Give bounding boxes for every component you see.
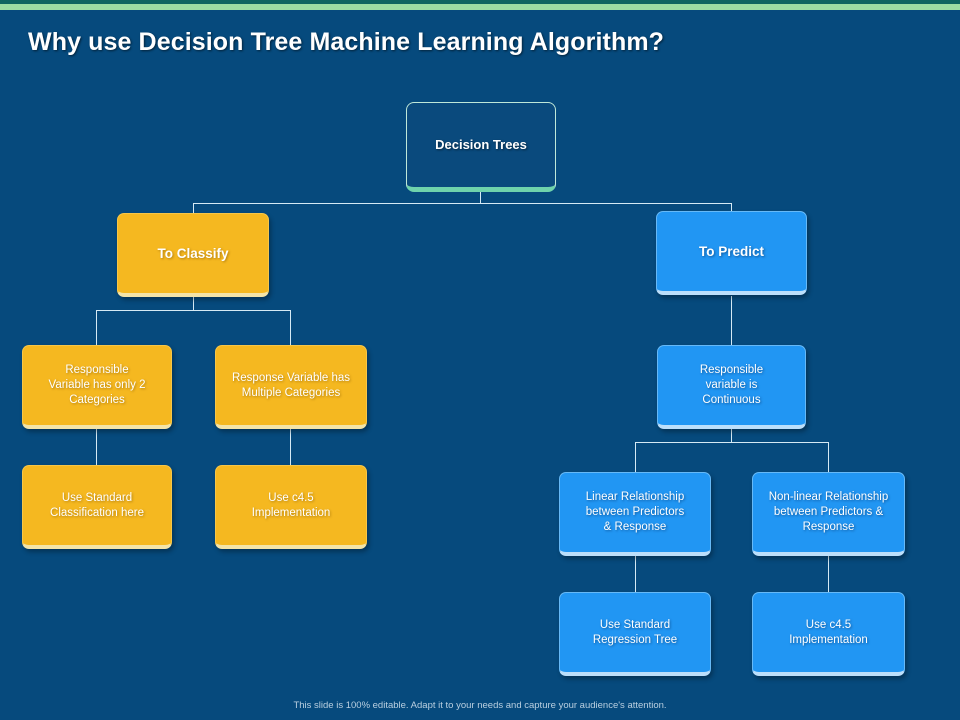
footer-note: This slide is 100% editable. Adapt it to…	[293, 700, 667, 711]
node-label: To Predict	[698, 243, 764, 259]
node-responsible-continuous[interactable]: Responsible variable is Continuous	[657, 345, 806, 429]
node-responsible-two-categories[interactable]: Responsible Variable has only 2 Categori…	[22, 345, 172, 429]
node-label: Decision Trees	[435, 136, 527, 152]
node-label: Linear Relationship between Predictors &…	[585, 491, 685, 533]
node-to-classify[interactable]: To Classify	[117, 213, 269, 297]
node-use-standard-classification[interactable]: Use Standard Classification here	[22, 465, 172, 549]
node-decision-trees[interactable]: Decision Trees	[406, 102, 556, 192]
node-response-multiple-categories[interactable]: Response Variable has Multiple Categorie…	[215, 345, 367, 429]
top-accent-strip-green	[0, 4, 960, 10]
node-label: Responsible variable is Continuous	[699, 364, 764, 406]
node-label: Non-linear Relationship between Predicto…	[768, 491, 889, 533]
node-to-predict[interactable]: To Predict	[656, 211, 807, 295]
page-title: Why use Decision Tree Machine Learning A…	[28, 28, 665, 56]
node-linear-relationship[interactable]: Linear Relationship between Predictors &…	[559, 472, 711, 556]
node-use-c45-classification[interactable]: Use c4.5 Implementation	[215, 465, 367, 549]
node-label: Response Variable has Multiple Categorie…	[231, 371, 351, 399]
node-use-standard-regression-tree[interactable]: Use Standard Regression Tree	[559, 592, 711, 676]
node-label: Use Standard Regression Tree	[592, 618, 678, 646]
node-label: Use c4.5 Implementation	[789, 618, 868, 646]
node-use-c45-regression[interactable]: Use c4.5 Implementation	[752, 592, 905, 676]
node-label: Use Standard Classification here	[50, 491, 144, 519]
node-label: Responsible Variable has only 2 Categori…	[48, 364, 146, 406]
node-label: To Classify	[157, 245, 229, 261]
node-nonlinear-relationship[interactable]: Non-linear Relationship between Predicto…	[752, 472, 905, 556]
node-label: Use c4.5 Implementation	[251, 491, 331, 519]
top-accent-strip-dark	[0, 0, 960, 4]
